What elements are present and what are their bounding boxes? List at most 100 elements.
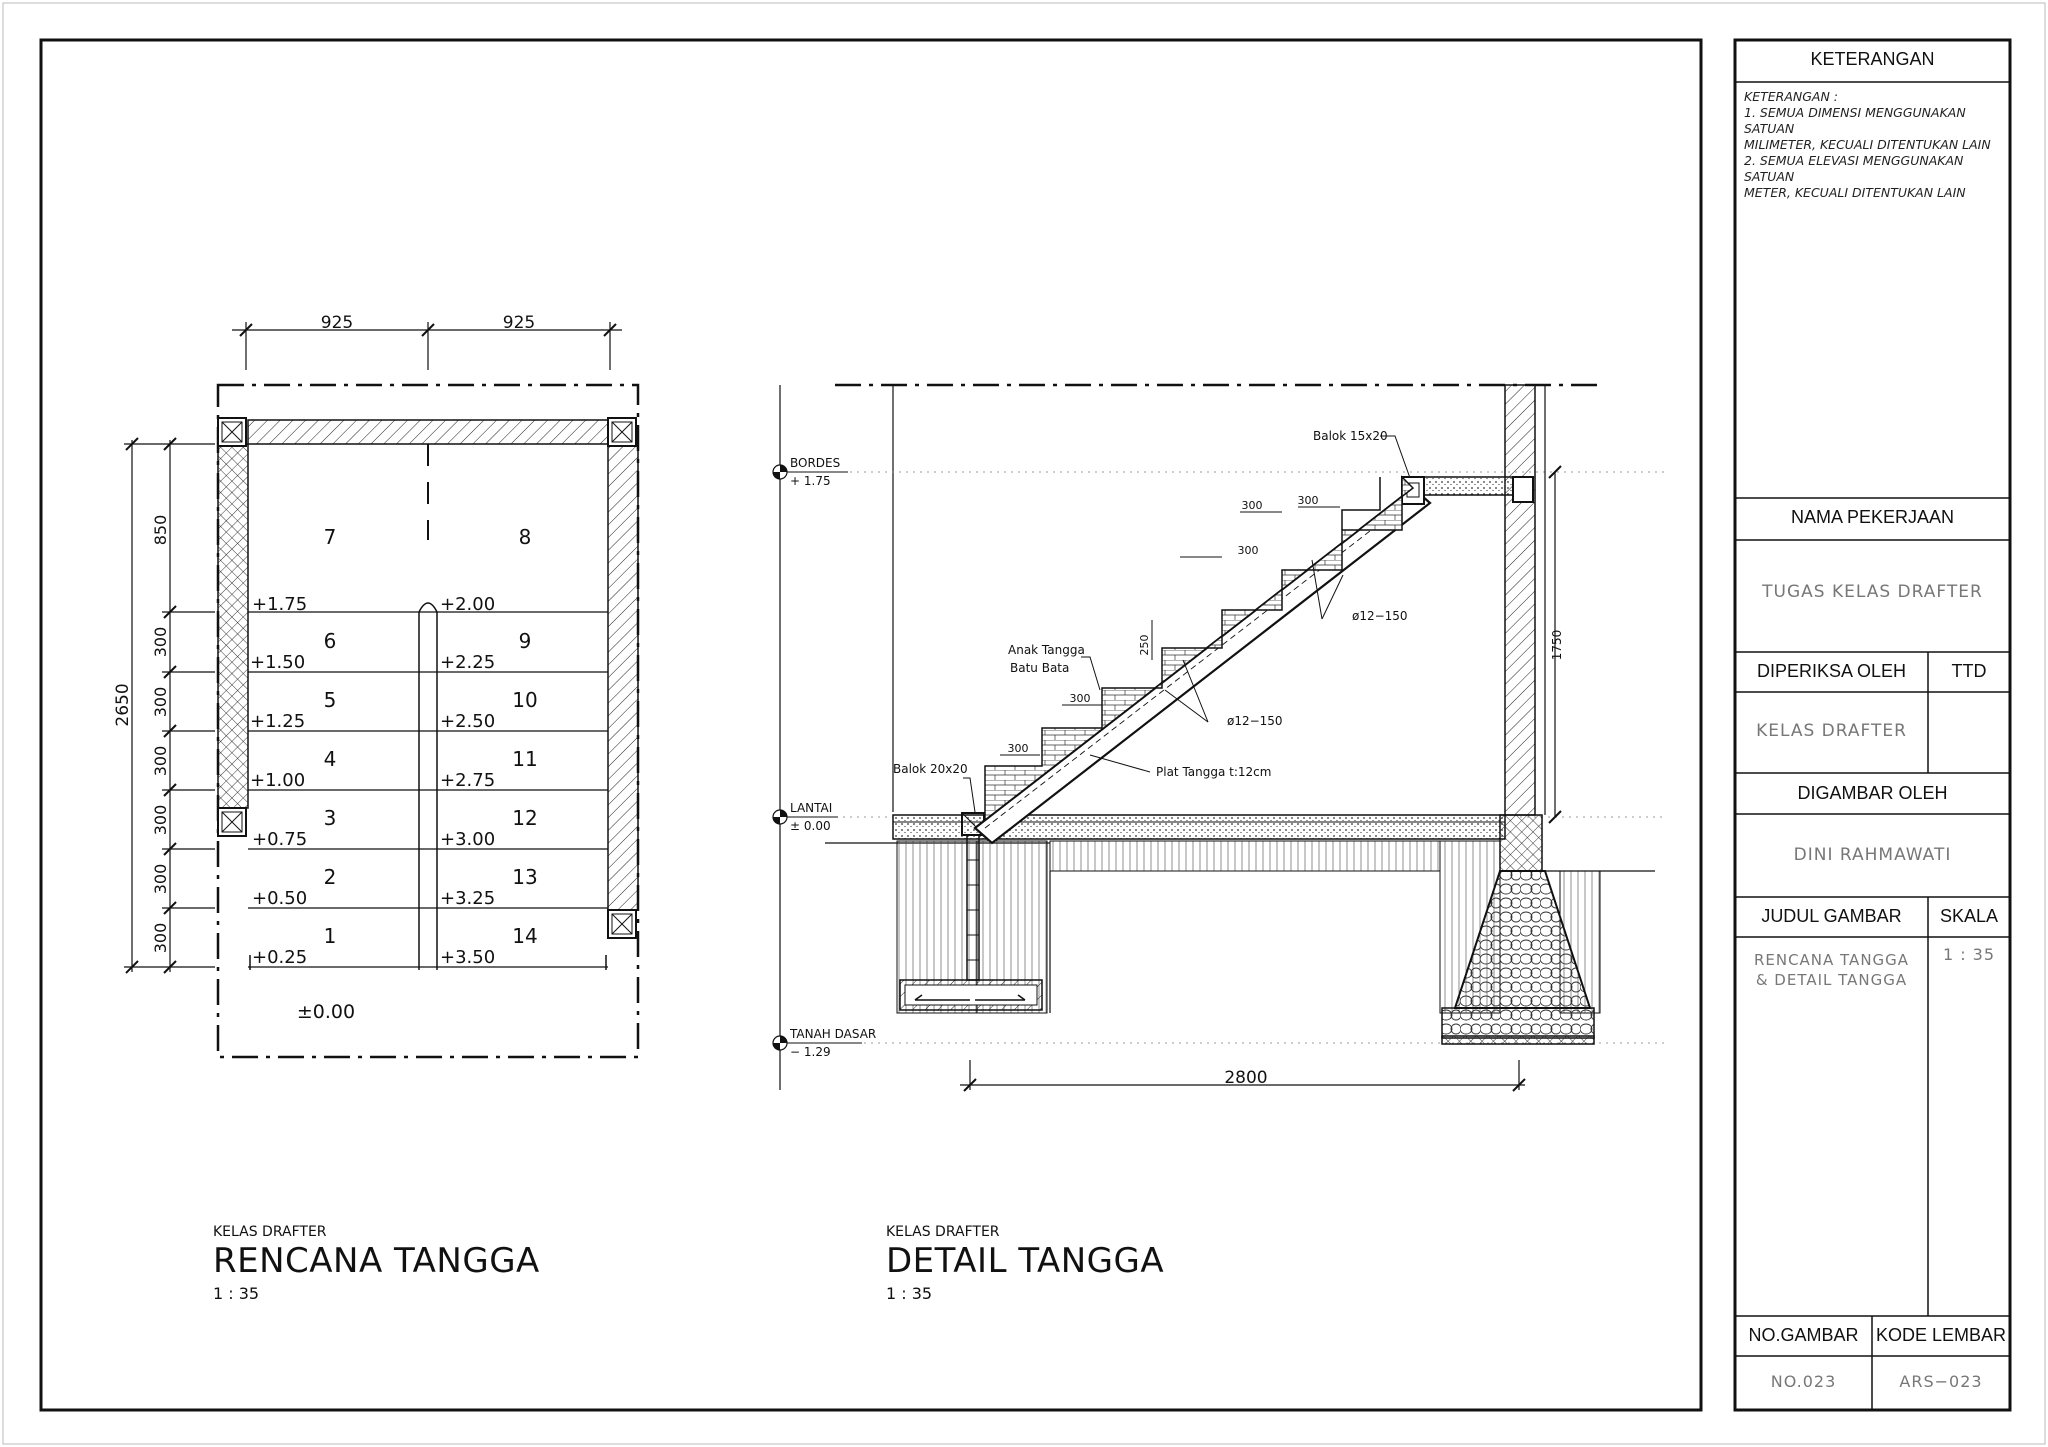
note-line: 2. SEMUA ELEVASI MENGGUNAKAN SATUAN bbox=[1744, 153, 1964, 184]
step-elevation: +3.00 bbox=[440, 829, 495, 850]
diperiksa-value: KELAS DRAFTER bbox=[1756, 721, 1907, 741]
label-balok-bottom: Balok 20x20 bbox=[893, 762, 968, 776]
tread-dim: 300 bbox=[1298, 494, 1319, 507]
plan-dim-left: 850 bbox=[151, 515, 170, 546]
plan-dim-left: 300 bbox=[151, 746, 170, 777]
riser-dim: 250 bbox=[1138, 635, 1151, 656]
step-elevation: +0.50 bbox=[252, 888, 307, 909]
plan-left-dimension bbox=[124, 437, 215, 974]
stair-plan bbox=[124, 322, 640, 1059]
plan-dim-left: 300 bbox=[151, 923, 170, 954]
plan-handrail bbox=[418, 602, 438, 970]
plan-top-beam bbox=[247, 419, 609, 445]
label-balok-top: Balok 15x20 bbox=[1313, 429, 1388, 443]
label-rebar: ø12−150 bbox=[1352, 609, 1408, 623]
step-number: 8 bbox=[519, 525, 532, 549]
plan-right-wall bbox=[607, 443, 639, 911]
step-number: 11 bbox=[512, 747, 537, 771]
ttd-heading: TTD bbox=[1951, 661, 1987, 681]
plan-dim-left: 300 bbox=[151, 864, 170, 895]
section-wall bbox=[1504, 384, 1536, 816]
judul-gambar-heading: JUDUL GAMBAR bbox=[1761, 906, 1902, 926]
plan-dim-left: 300 bbox=[151, 627, 170, 658]
note-line: 1. SEMUA DIMENSI MENGGUNAKAN SATUAN bbox=[1744, 105, 1966, 136]
step-number: 4 bbox=[324, 747, 337, 771]
plan-step-lines bbox=[248, 611, 608, 968]
step-number: 12 bbox=[512, 806, 537, 830]
judul-gambar-value: RENCANA TANGGA & DETAIL TANGGA bbox=[1735, 950, 1928, 990]
label-rebar: ø12−150 bbox=[1227, 714, 1283, 728]
drawing-frame bbox=[39, 38, 1703, 1412]
label-anak-tangga: Anak Tangga bbox=[1008, 643, 1085, 657]
step-number: 13 bbox=[512, 865, 537, 889]
step-elevation: +1.50 bbox=[250, 652, 305, 673]
step-elevation: +1.00 bbox=[250, 770, 305, 791]
digambar-value: DINI RAHMAWATI bbox=[1793, 845, 1952, 865]
level-marker bbox=[772, 464, 848, 480]
step-number: 7 bbox=[324, 525, 337, 549]
level-name: TANAH DASAR bbox=[789, 1027, 876, 1041]
plan-caption-small: KELAS DRAFTER bbox=[213, 1224, 327, 1240]
plan-dim-total: 2650 bbox=[113, 683, 133, 726]
step-elevation: +3.50 bbox=[440, 947, 495, 968]
no-gambar-value: NO.023 bbox=[1770, 1372, 1837, 1391]
step-elevation: +2.25 bbox=[440, 652, 495, 673]
level-name: BORDES bbox=[790, 456, 840, 470]
judul-line: & DETAIL TANGGA bbox=[1755, 971, 1908, 989]
plan-dim-top-2: 925 bbox=[503, 313, 535, 333]
plan-dim-top-1: 925 bbox=[321, 313, 353, 333]
step-number: 3 bbox=[324, 806, 337, 830]
tread-dim: 300 bbox=[1242, 499, 1263, 512]
plan-base-elevation: ±0.00 bbox=[297, 1001, 355, 1023]
step-number: 10 bbox=[512, 688, 537, 712]
plan-column bbox=[217, 807, 247, 837]
step-elevation: +3.25 bbox=[440, 888, 495, 909]
keterangan-notes: KETERANGAN : 1. SEMUA DIMENSI MENGGUNAKA… bbox=[1744, 89, 2006, 201]
digambar-heading: DIGAMBAR OLEH bbox=[1797, 783, 1948, 803]
step-elevation: +0.75 bbox=[252, 829, 307, 850]
stair-section bbox=[772, 383, 1665, 1092]
step-number: 6 bbox=[324, 629, 337, 653]
height-dim: 1750 bbox=[1550, 630, 1564, 661]
landing-slab bbox=[1423, 476, 1515, 496]
judul-line: RENCANA TANGGA bbox=[1753, 951, 1910, 969]
plan-dim-left: 300 bbox=[151, 805, 170, 836]
level-value: + 1.75 bbox=[790, 474, 831, 488]
plan-left-wall bbox=[217, 443, 249, 809]
kode-lembar-value: ARS−023 bbox=[1899, 1372, 1983, 1391]
tread-dim: 300 bbox=[1238, 544, 1259, 557]
step-number: 9 bbox=[519, 629, 532, 653]
note-line: MILIMETER, KECUALI DITENTUKAN LAIN bbox=[1744, 137, 1991, 152]
label-plat-tangga: Plat Tangga t:12cm bbox=[1156, 765, 1271, 779]
span-dim: 2800 bbox=[1224, 1068, 1267, 1088]
tread-dim: 300 bbox=[1070, 692, 1091, 705]
step-number: 1 bbox=[324, 924, 337, 948]
no-gambar-heading: NO.GAMBAR bbox=[1748, 1325, 1859, 1345]
plan-column bbox=[607, 417, 637, 447]
step-elevation: +1.25 bbox=[250, 711, 305, 732]
tread-dim: 300 bbox=[1008, 742, 1029, 755]
level-value: − 1.29 bbox=[790, 1045, 831, 1059]
step-elevation: +2.50 bbox=[440, 711, 495, 732]
step-elevation: +2.75 bbox=[440, 770, 495, 791]
diperiksa-heading: DIPERIKSA OLEH bbox=[1756, 661, 1907, 681]
level-marker bbox=[772, 1035, 862, 1051]
level-value: ± 0.00 bbox=[790, 819, 831, 833]
level-name: LANTAI bbox=[790, 801, 832, 815]
plan-top-dimension bbox=[232, 322, 622, 370]
plan-column bbox=[607, 909, 637, 939]
skala-heading: SKALA bbox=[1939, 906, 1999, 926]
label-batu-bata: Batu Bata bbox=[1010, 661, 1069, 675]
titleblock-grid bbox=[1735, 81, 2010, 1410]
plan-caption-scale: 1 : 35 bbox=[213, 1284, 260, 1303]
step-elevation: +1.75 bbox=[252, 594, 307, 615]
soil bbox=[1049, 840, 1441, 872]
plan-caption-title: RENCANA TANGGA bbox=[213, 1241, 540, 1281]
step-elevation: +0.25 bbox=[252, 947, 307, 968]
skala-value: 1 : 35 bbox=[1942, 945, 1996, 964]
note-line: METER, KECUALI DITENTUKAN LAIN bbox=[1744, 185, 1966, 200]
kode-lembar-heading: KODE LEMBAR bbox=[1875, 1325, 2007, 1345]
nama-pekerjaan-heading: NAMA PEKERJAAN bbox=[1790, 507, 1955, 527]
step-number: 5 bbox=[324, 688, 337, 712]
